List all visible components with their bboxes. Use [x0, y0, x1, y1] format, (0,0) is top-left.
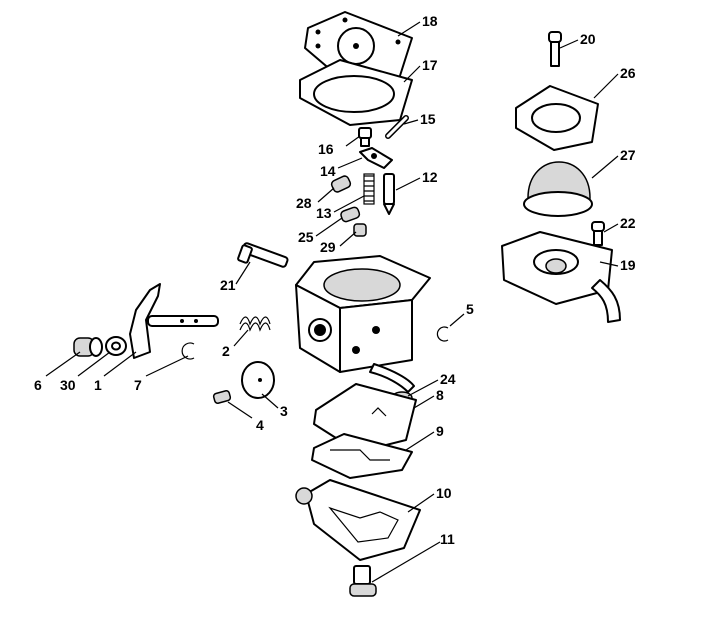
callout-29: 29 — [320, 239, 336, 255]
callout-19: 19 — [620, 257, 636, 273]
callout-13: 13 — [316, 205, 332, 221]
callout-18: 18 — [422, 13, 438, 29]
part-6-bushing — [73, 337, 103, 357]
callout-4: 4 — [256, 417, 264, 433]
callout-2: 2 — [222, 343, 230, 359]
part-14-lever — [359, 147, 393, 169]
part-11-screw — [349, 565, 377, 597]
callout-25: 25 — [298, 229, 314, 245]
callout-15: 15 — [420, 111, 436, 127]
part-22-screw — [591, 221, 605, 246]
part-5-clip — [436, 326, 449, 342]
part-20-screw — [548, 31, 562, 67]
part-10-cover — [295, 479, 421, 561]
part-12-needle — [383, 173, 395, 215]
part-13-spring — [363, 173, 375, 205]
callout-3: 3 — [280, 403, 288, 419]
part-3-throttle-disc — [241, 361, 275, 399]
callout-11: 11 — [440, 531, 455, 547]
part-4-screw — [212, 390, 232, 404]
callout-9: 9 — [436, 423, 444, 439]
part-30-washer — [105, 336, 127, 356]
callout-labels: 18 17 16 15 14 12 28 13 25 29 21 2 6 30 … — [34, 13, 636, 547]
callout-17: 17 — [422, 57, 438, 73]
part-16-screw — [358, 127, 372, 147]
part-25-cap — [340, 206, 361, 223]
callout-10: 10 — [436, 485, 452, 501]
callout-16: 16 — [318, 141, 334, 157]
leader-lines — [45, 21, 619, 583]
part-21-screw — [237, 242, 289, 268]
callout-6: 6 — [34, 377, 42, 393]
callout-12: 12 — [422, 169, 438, 185]
callout-26: 26 — [620, 65, 636, 81]
part-26-flange — [515, 85, 599, 151]
callout-28: 28 — [296, 195, 312, 211]
callout-1: 1 — [94, 377, 102, 393]
part-29-plug — [353, 223, 367, 237]
part-1-throttle-shaft — [129, 283, 219, 359]
callout-8: 8 — [436, 387, 444, 403]
part-19-pump-housing — [501, 231, 621, 323]
callout-21: 21 — [220, 277, 236, 293]
callout-14: 14 — [320, 163, 336, 179]
part-28-cap — [330, 175, 352, 193]
part-2-spring — [239, 316, 271, 332]
part-7-clip — [181, 342, 195, 360]
callout-22: 22 — [620, 215, 636, 231]
carburetor-body — [295, 255, 431, 393]
callout-20: 20 — [580, 31, 596, 47]
part-27-primer-bulb — [523, 161, 593, 217]
callout-24: 24 — [440, 371, 456, 387]
callout-5: 5 — [466, 301, 474, 317]
part-17-gasket — [299, 59, 413, 126]
callout-27: 27 — [620, 147, 636, 163]
part-15-pin — [385, 115, 409, 139]
callout-7: 7 — [134, 377, 142, 393]
callout-30: 30 — [60, 377, 76, 393]
part-9-gasket — [311, 433, 413, 479]
